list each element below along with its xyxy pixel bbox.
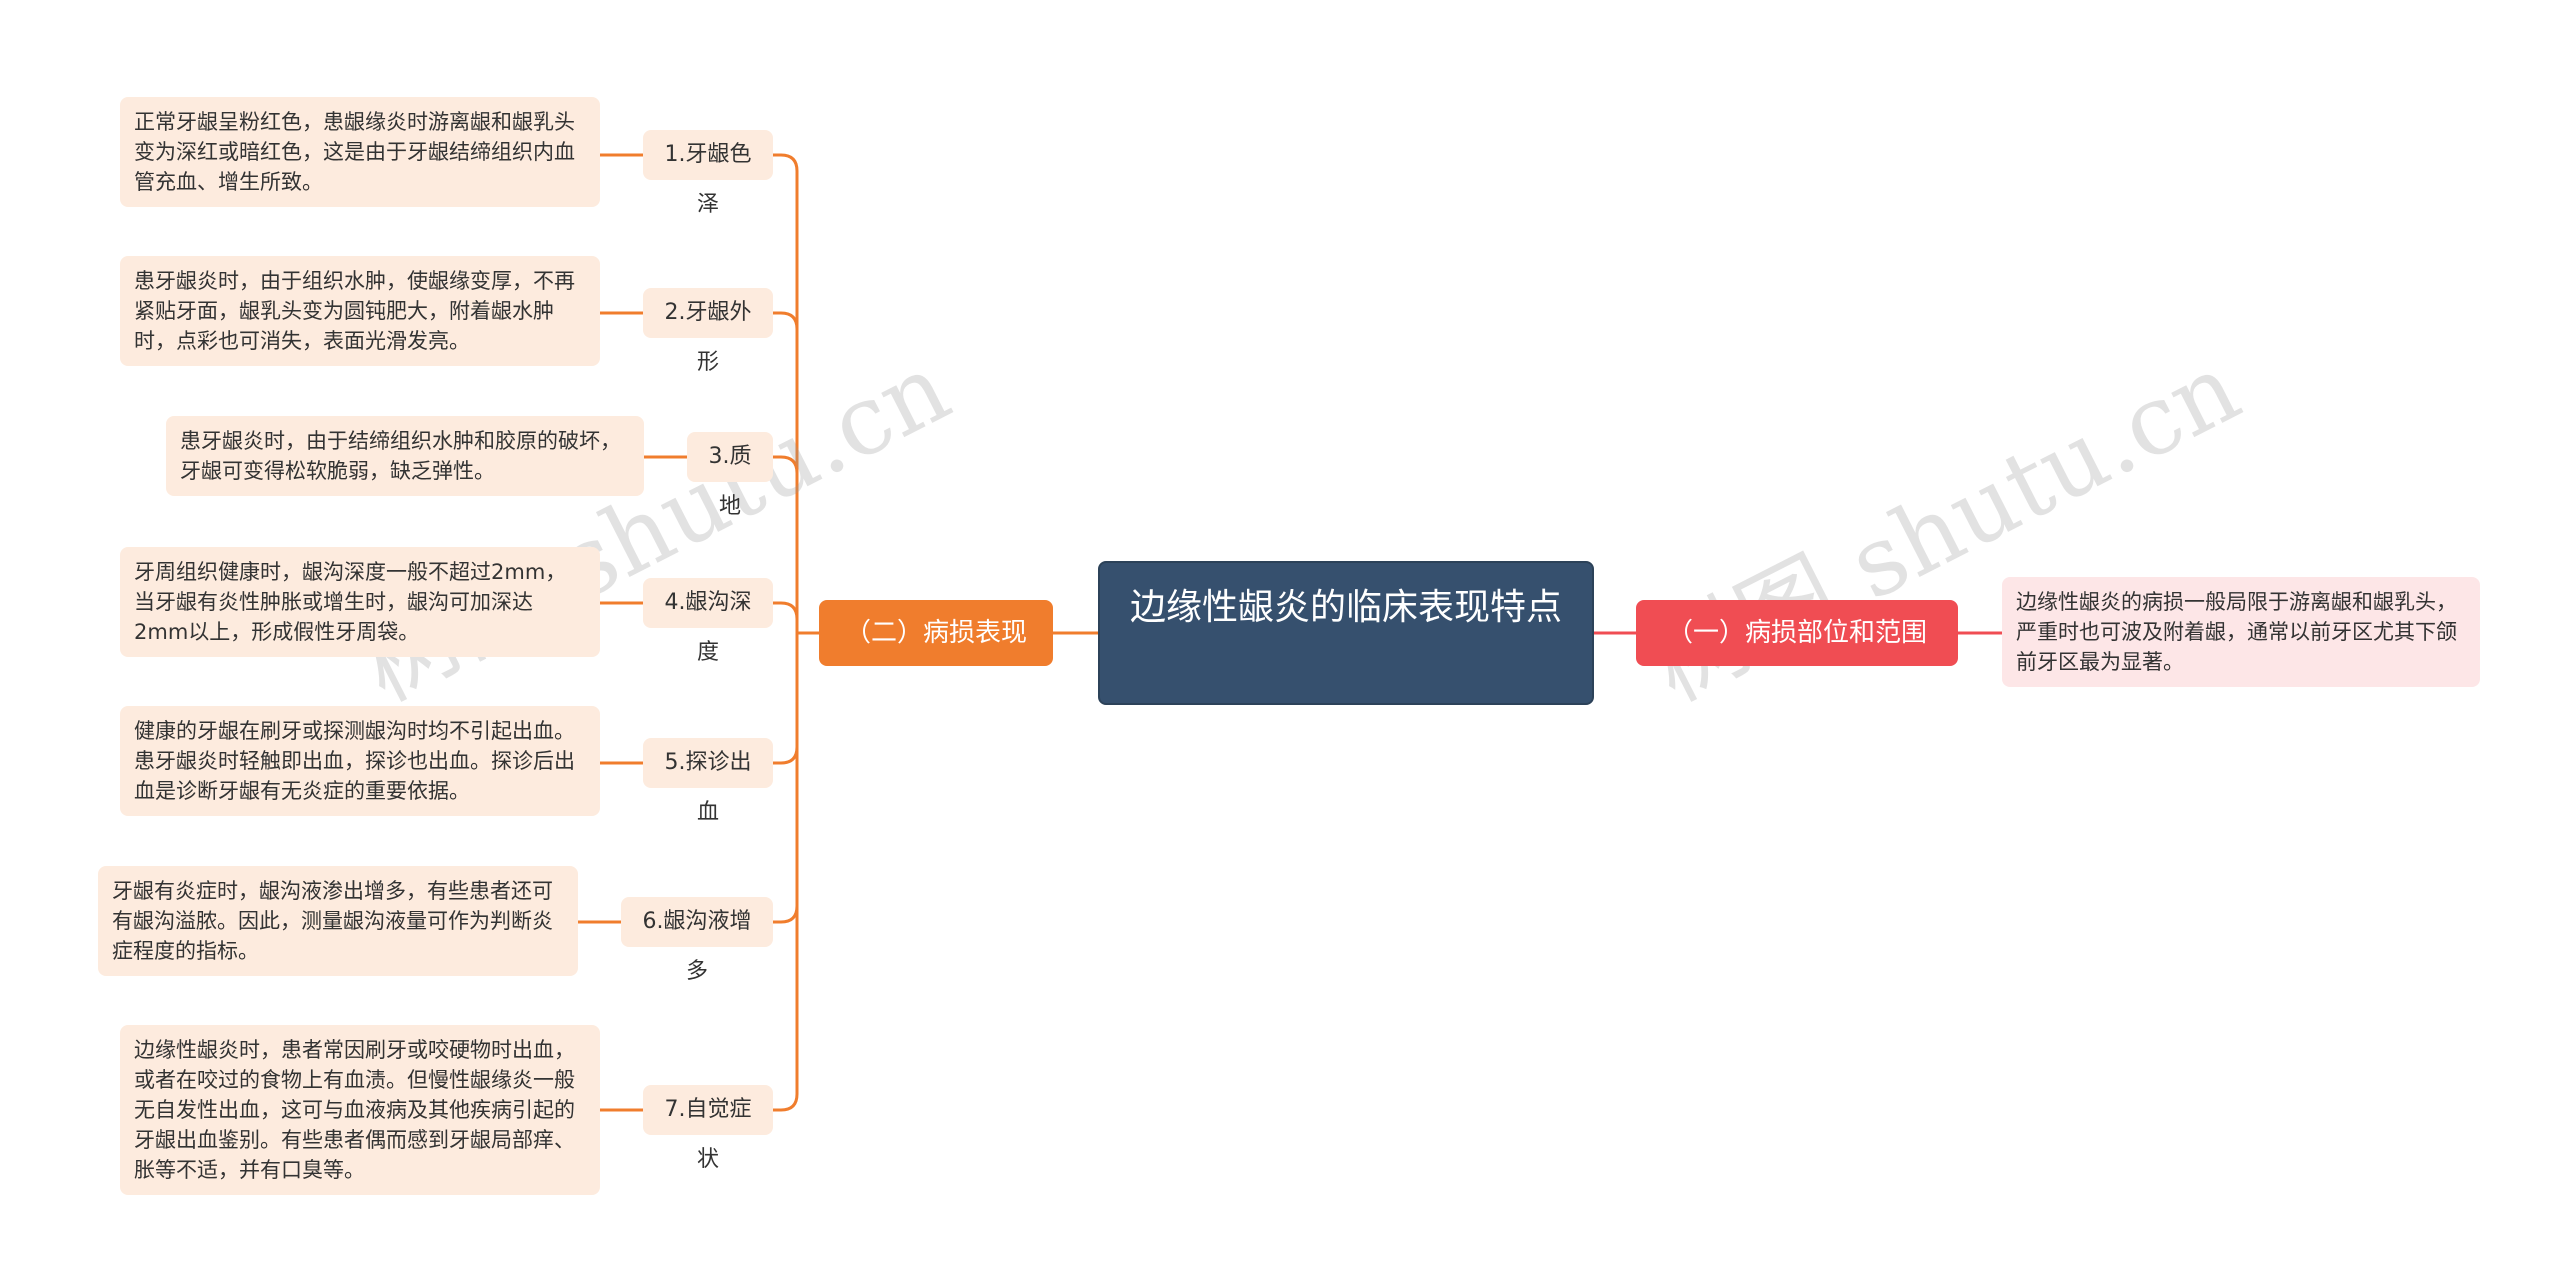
root-topic[interactable]: 边缘性龈炎的临床表现特点 [1098,561,1594,705]
link-left-topic-5 [773,633,799,765]
detail-symptoms[interactable]: 边缘性龈炎时，患者常因刷牙或咬硬物时出血，或者在咬过的食物上有血渍。但慢性龈缘炎… [120,1025,600,1195]
topic-gcf-increase[interactable]: 6.龈沟液增多 [621,897,773,984]
link-left-topic-1 [773,153,799,633]
branch-lesion-location[interactable]: （一）病损部位和范围 [1636,600,1958,666]
link-left-topic-4 [773,601,799,633]
detail-probing-bleeding[interactable]: 健康的牙龈在刷牙或探测龈沟时均不引起出血。患牙龈炎时轻触即出血，探诊也出血。探诊… [120,706,600,816]
link-left-topic-3 [773,455,799,633]
topic-symptoms[interactable]: 7.自觉症状 [643,1085,773,1172]
detail-lesion-location[interactable]: 边缘性龈炎的病损一般局限于游离龈和龈乳头，严重时也可波及附着龈，通常以前牙区尤其… [2002,577,2480,687]
topic-gum-color[interactable]: 1.牙龈色泽 [643,130,773,217]
detail-sulcus-depth[interactable]: 牙周组织健康时，龈沟深度一般不超过2mm，当牙龈有炎性肿胀或增生时，龈沟可加深达… [120,547,600,657]
detail-gcf-increase[interactable]: 牙龈有炎症时，龈沟液渗出增多，有些患者还可有龈沟溢脓。因此，测量龈沟液量可作为判… [98,866,578,976]
link-left-topic-2 [773,311,799,633]
topic-gum-shape[interactable]: 2.牙龈外形 [643,288,773,375]
topic-texture[interactable]: 3.质地 [687,432,773,519]
branch-lesion-manifestation[interactable]: （二）病损表现 [819,600,1053,666]
detail-gum-shape[interactable]: 患牙龈炎时，由于组织水肿，使龈缘变厚，不再紧贴牙面，龈乳头变为圆钝肥大，附着龈水… [120,256,600,366]
detail-texture[interactable]: 患牙龈炎时，由于结缔组织水肿和胶原的破坏，牙龈可变得松软脆弱，缺乏弹性。 [166,416,644,496]
link-left-topic-7 [773,633,799,1112]
topic-sulcus-depth[interactable]: 4.龈沟深度 [643,578,773,665]
detail-gum-color[interactable]: 正常牙龈呈粉红色，患龈缘炎时游离龈和龈乳头变为深红或暗红色，这是由于牙龈结缔组织… [120,97,600,207]
topic-probing-bleeding[interactable]: 5.探诊出血 [643,738,773,825]
link-left-topic-6 [773,633,799,924]
